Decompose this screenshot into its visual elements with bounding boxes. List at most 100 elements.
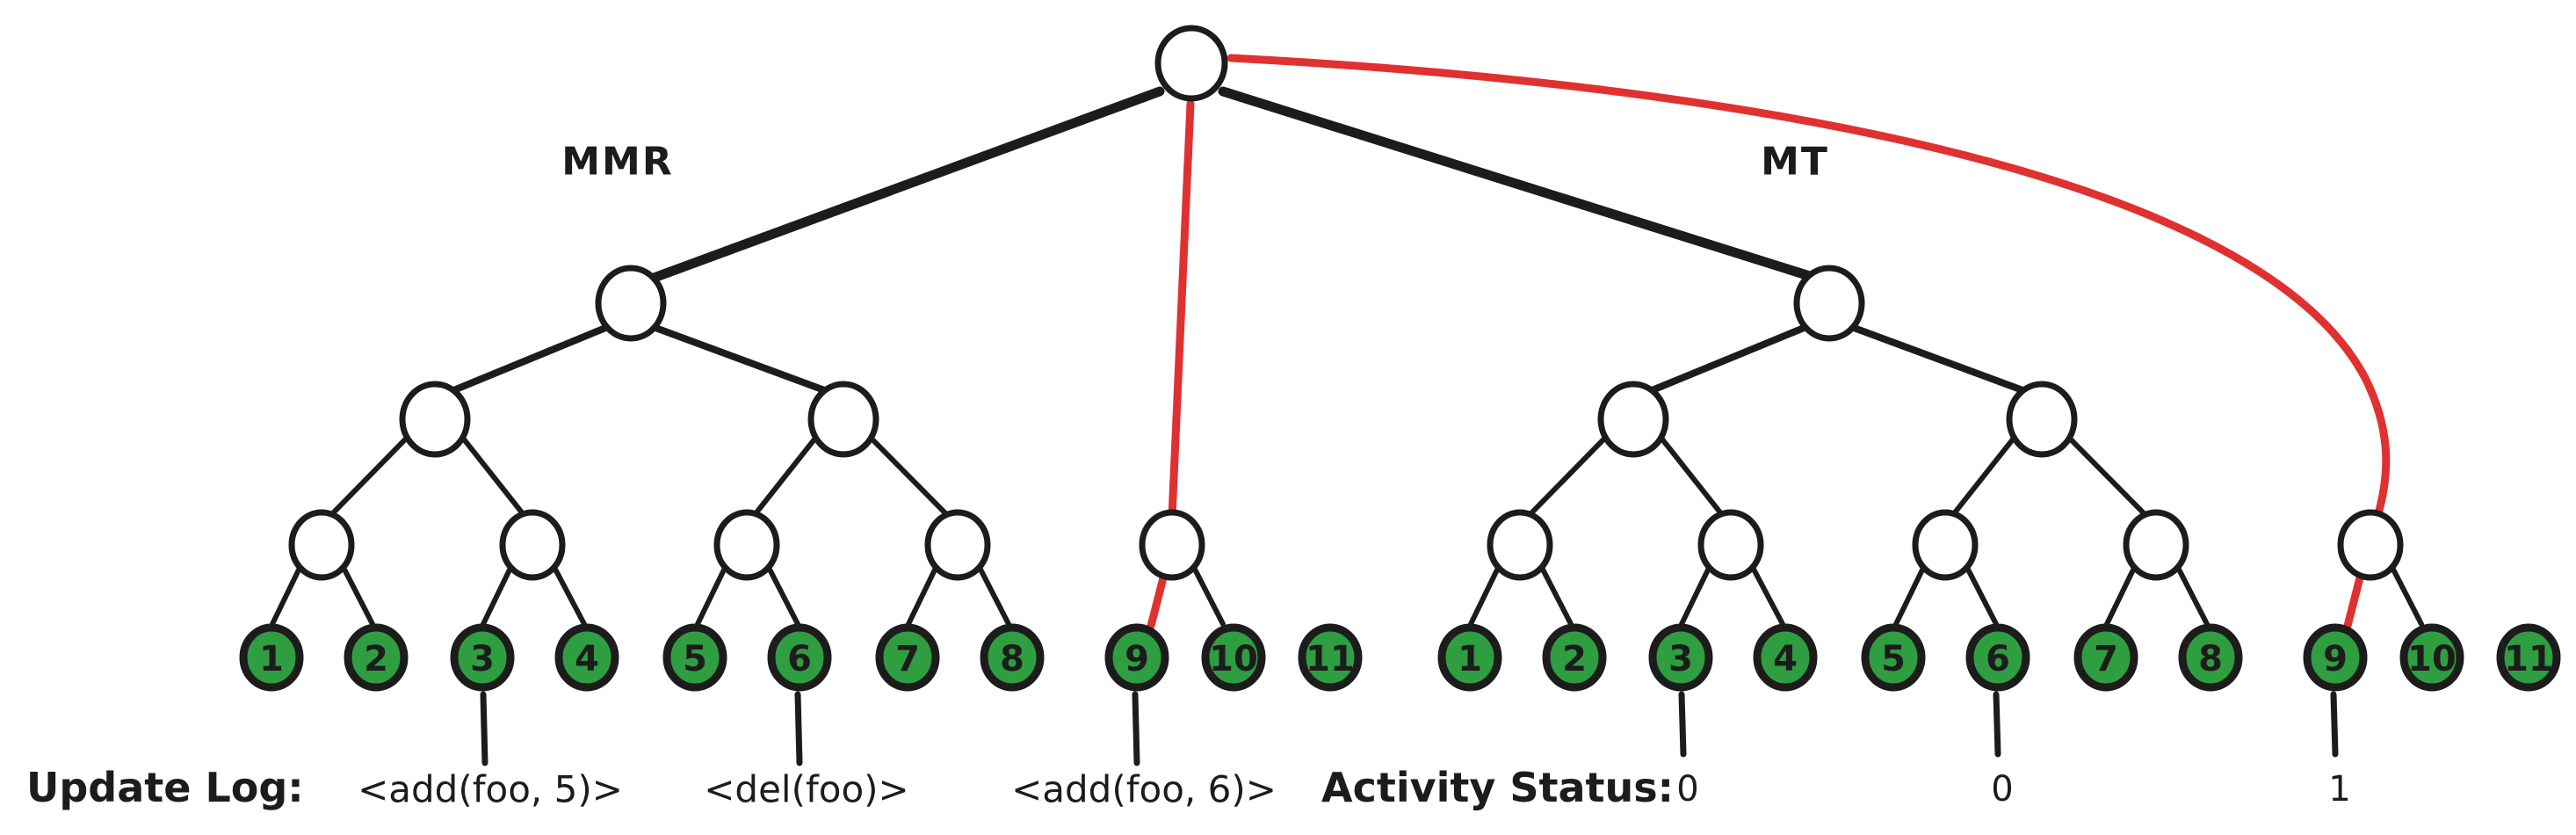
node-mmr-l4[interactable] [924, 509, 991, 581]
leaf-node-shape [1861, 623, 1926, 692]
tree-label-mmr: MMR [561, 140, 673, 185]
leaf-label: 6 [1986, 639, 2010, 679]
edge-mt-leaf2 [1537, 560, 1574, 627]
edge-mmr-leaf1 [270, 560, 305, 627]
tick-update-log-2 [794, 691, 803, 766]
mt-leaf-3[interactable]: 3 [1648, 623, 1713, 692]
mt-leaf-6[interactable]: 6 [1965, 623, 2030, 692]
mmr-leaf-10[interactable]: 10 [1201, 623, 1266, 692]
leaf-node-shape [1753, 623, 1818, 692]
edge-mt-leaf3 [1679, 560, 1714, 627]
leaf-node-shape [344, 623, 409, 692]
edge-mt-leaf4 [1747, 560, 1785, 627]
leaf-label: 1 [1458, 639, 1482, 679]
edge-mmr-leaf5 [695, 560, 730, 627]
mt-edges [1218, 86, 2424, 627]
edge-root-to-mt [1218, 86, 1837, 288]
tick-update-log-1 [480, 691, 488, 766]
edge-mmr-leaf7 [906, 560, 941, 627]
node-mmr-l5[interactable] [1139, 509, 1205, 581]
red-root-to-mt-node9 [1226, 54, 2391, 521]
leaf-node-shape [875, 623, 940, 692]
edge-mmr-leaf3 [481, 560, 516, 627]
mmr-leaf-5[interactable]: 5 [662, 623, 727, 692]
node-mmr-l1[interactable] [288, 509, 355, 581]
edge-mmr-leaf2 [338, 560, 375, 627]
leaf-node-shape [2073, 623, 2138, 692]
leaf-label: 3 [1668, 639, 1693, 679]
leaf-label: 1 [259, 639, 284, 679]
leaf-node-shape [662, 623, 727, 692]
leaf-label: 2 [1562, 639, 1587, 679]
mmr-leaf-9[interactable]: 9 [1104, 623, 1169, 692]
tick-update-log-3 [1132, 691, 1140, 766]
edge-mmr-r [645, 322, 847, 401]
leaf-label: 10 [2407, 639, 2457, 679]
leaf-node-shape [1542, 623, 1607, 692]
leaf-label: 8 [1000, 639, 1024, 679]
leaf-node-shape [1298, 623, 1363, 692]
mt-leaf-5[interactable]: 5 [1861, 623, 1926, 692]
node-mt-l2[interactable] [1697, 509, 1764, 581]
mmr-leaf-1[interactable]: 1 [239, 623, 304, 692]
mt-leaf-4[interactable]: 4 [1753, 623, 1818, 692]
tick-status-1 [1678, 691, 1687, 758]
node-mmr-r[interactable] [807, 381, 879, 458]
mt-leaf-10[interactable]: 10 [2399, 623, 2464, 692]
mt-leaf-11[interactable]: 11 [2496, 623, 2561, 692]
mmr-leaf-6[interactable]: 6 [767, 623, 832, 692]
node-mt-r[interactable] [2006, 381, 2078, 458]
edge-mmr-leaf8 [974, 560, 1011, 627]
mmr-leaf-4[interactable]: 4 [554, 623, 619, 692]
edge-mt-rr [2065, 433, 2158, 527]
leaf-label: 9 [2323, 639, 2348, 679]
mmr-leaf-8[interactable]: 8 [980, 623, 1045, 692]
node-mt-subroot[interactable] [1793, 265, 1865, 342]
node-mt-l5[interactable] [2337, 509, 2404, 581]
leaf-label: 5 [683, 639, 707, 679]
update-log-entry-3: <add(foo, 6)> [1011, 768, 1277, 811]
leaf-label: 11 [2504, 639, 2553, 679]
leaf-label: 7 [2094, 639, 2118, 679]
leaf-label: 2 [364, 639, 388, 679]
leaf-node-shape [1104, 623, 1169, 692]
leaf-node-shape [239, 623, 304, 692]
leaf-label: 4 [575, 639, 599, 679]
mt-leaf-1[interactable]: 1 [1437, 623, 1502, 692]
leaf-node-shape [2303, 623, 2368, 692]
mmr-leaf-11[interactable]: 11 [1298, 623, 1363, 692]
node-root[interactable] [1154, 25, 1228, 102]
edge-mmr-leaf6 [763, 560, 800, 627]
red-root-to-mmr-node9 [1168, 99, 1195, 521]
mt-leaf-2[interactable]: 2 [1542, 623, 1607, 692]
edge-mt-leaf5 [1893, 560, 1928, 627]
edge-mt-leaf10 [2387, 560, 2424, 627]
edge-mt-rl [1943, 433, 2018, 527]
leaf-label: 9 [1125, 639, 1149, 679]
node-mt-l1[interactable] [1487, 509, 1553, 581]
node-mmr-l3[interactable] [713, 509, 780, 581]
mmr-leaf-7[interactable]: 7 [875, 623, 940, 692]
node-mt-l[interactable] [1597, 381, 1669, 458]
mmr-leaf-3[interactable]: 3 [450, 623, 515, 692]
node-mt-l4[interactable] [2123, 509, 2189, 581]
mt-leaf-9[interactable]: 9 [2303, 623, 2368, 692]
activity-status-value-1: 0 [1676, 769, 1698, 810]
leaf-node-shape [450, 623, 515, 692]
node-mmr-l[interactable] [399, 381, 471, 458]
node-mmr-l2[interactable] [499, 509, 566, 581]
edge-mt-l [1632, 321, 1816, 401]
leaf-label: 10 [1209, 639, 1258, 679]
leaf-label: 8 [2198, 639, 2223, 679]
leaf-node-shape [767, 623, 832, 692]
node-mt-l3[interactable] [1912, 509, 1979, 581]
mmr-internal-nodes [288, 265, 1205, 581]
leaf-node-shape [1965, 623, 2030, 692]
mt-leaf-7[interactable]: 7 [2073, 623, 2138, 692]
mmr-leaf-2[interactable]: 2 [344, 623, 409, 692]
tree-label-mt: MT [1761, 140, 1829, 185]
node-mmr-subroot[interactable] [595, 265, 667, 342]
mt-leaf-8[interactable]: 8 [2178, 623, 2243, 692]
